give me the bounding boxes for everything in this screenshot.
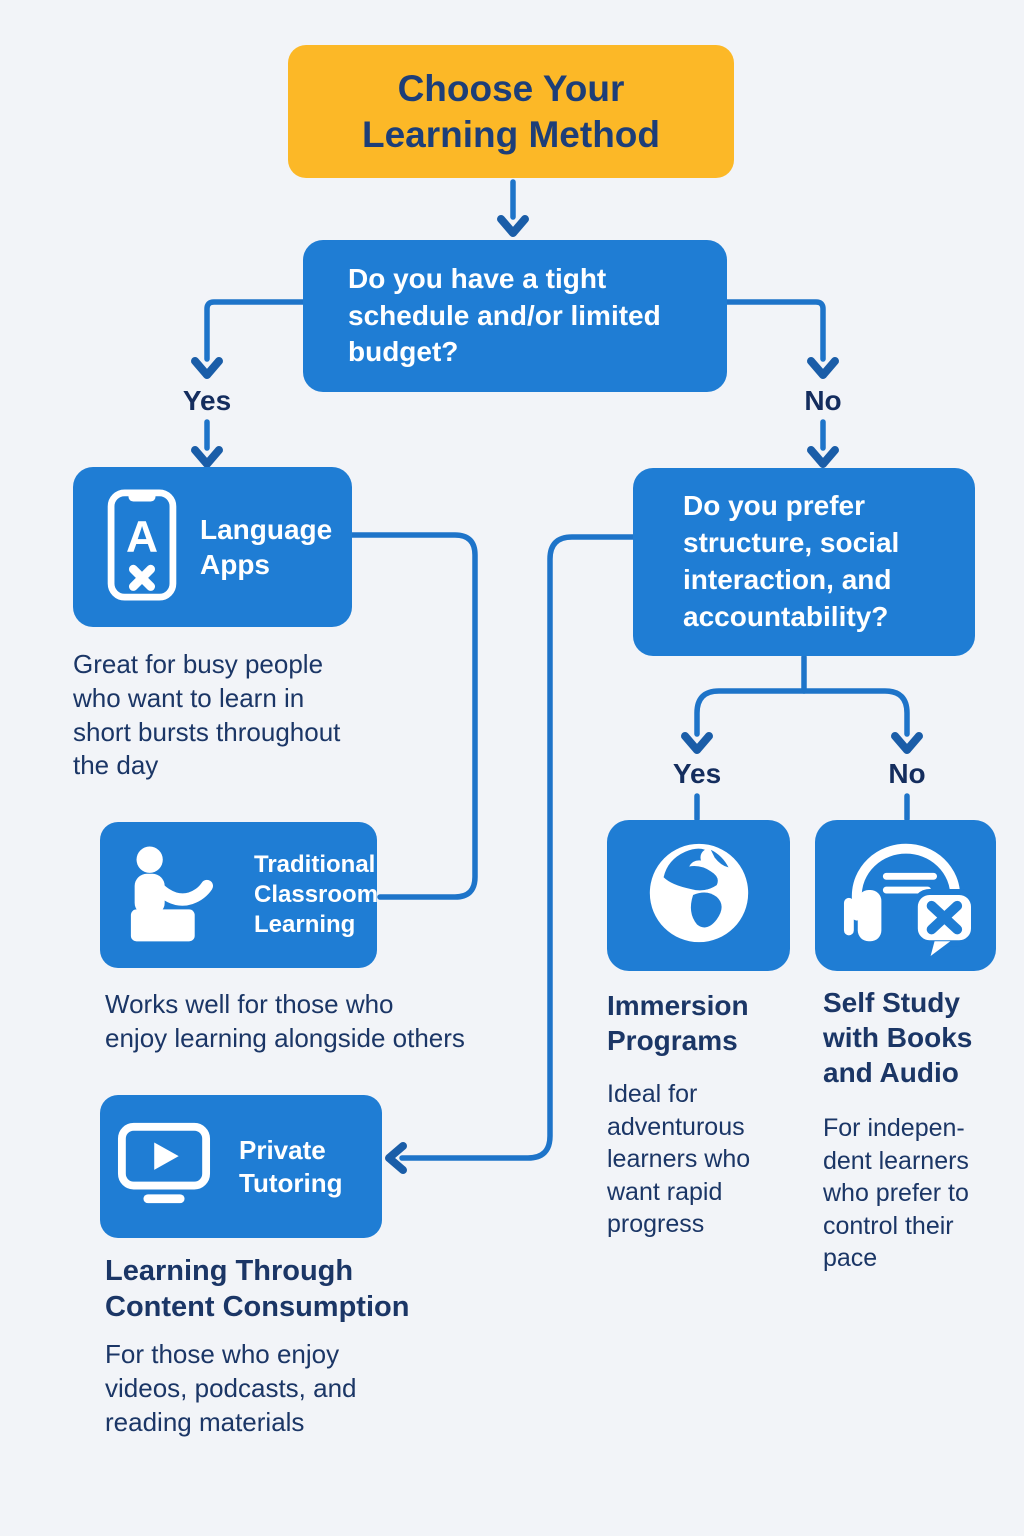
language-apps-box: A Language Apps	[73, 467, 352, 627]
teacher-icon	[114, 841, 236, 950]
globe-icon	[640, 834, 758, 957]
language-apps-label: Language Apps	[200, 514, 333, 580]
arrowhead-left-icon	[385, 1142, 407, 1174]
line-decision1-to-yes	[204, 299, 306, 362]
self-study-heading: Self Study with Books and Audio	[823, 987, 973, 1088]
page-title: Choose Your Learning Method	[361, 68, 661, 155]
title-box: Choose Your Learning Method	[288, 45, 734, 178]
line-decision2-split	[694, 688, 910, 737]
decision1-yes-label: Yes	[182, 385, 232, 416]
arrowheads	[191, 215, 923, 1174]
classroom-description: Works well for those who enjoy learning …	[105, 989, 465, 1053]
decision1-question: Do you have a tight schedule and/or limi…	[348, 262, 661, 368]
arrowhead-down-icon	[807, 446, 839, 468]
arrowhead-down-icon	[807, 357, 839, 379]
content-consumption-heading: Learning Through Content Consumption	[105, 1255, 410, 1324]
immersion-heading: Immersion Programs	[607, 990, 749, 1056]
line-language-apps-to-classroom	[349, 532, 478, 900]
arrowhead-down-icon	[681, 732, 713, 754]
decision1-no-label: No	[804, 385, 842, 416]
headphones-chat-icon	[832, 829, 980, 962]
arrowhead-down-icon	[191, 357, 223, 379]
decision2-question: Do you prefer structure, social interact…	[683, 490, 900, 632]
immersion-description: Ideal for adventurous learners who want …	[607, 1080, 751, 1238]
decision1-box: Do you have a tight schedule and/or limi…	[303, 240, 727, 392]
language-apps-description: Great for busy people who want to learn …	[73, 649, 341, 781]
arrowhead-down-icon	[891, 732, 923, 754]
self-study-box	[815, 820, 996, 971]
line-decision2-to-private-tutoring	[399, 534, 636, 1161]
content-consumption-description: For those who enjoy videos, podcasts, an…	[105, 1339, 357, 1437]
classroom-label: Traditional Classroom Learning	[254, 851, 379, 938]
arrowhead-down-icon	[191, 446, 223, 468]
classroom-box: Traditional Classroom Learning	[100, 822, 379, 968]
immersion-box	[607, 820, 790, 971]
decision2-box: Do you prefer structure, social interact…	[633, 468, 975, 656]
line-decision1-to-no	[724, 299, 826, 362]
phone-translate-icon: A	[106, 488, 178, 607]
private-tutoring-label: Private Tutoring	[239, 1135, 343, 1198]
private-tutoring-box: Private Tutoring	[100, 1095, 382, 1238]
svg-text:A: A	[126, 512, 158, 561]
decision2-yes-label: Yes	[672, 758, 722, 789]
self-study-description: For indepen- dent learners who prefer to…	[823, 1114, 969, 1272]
monitor-play-icon	[117, 1120, 211, 1213]
decision2-no-label: No	[888, 758, 926, 789]
arrowhead-down-icon	[497, 215, 529, 237]
